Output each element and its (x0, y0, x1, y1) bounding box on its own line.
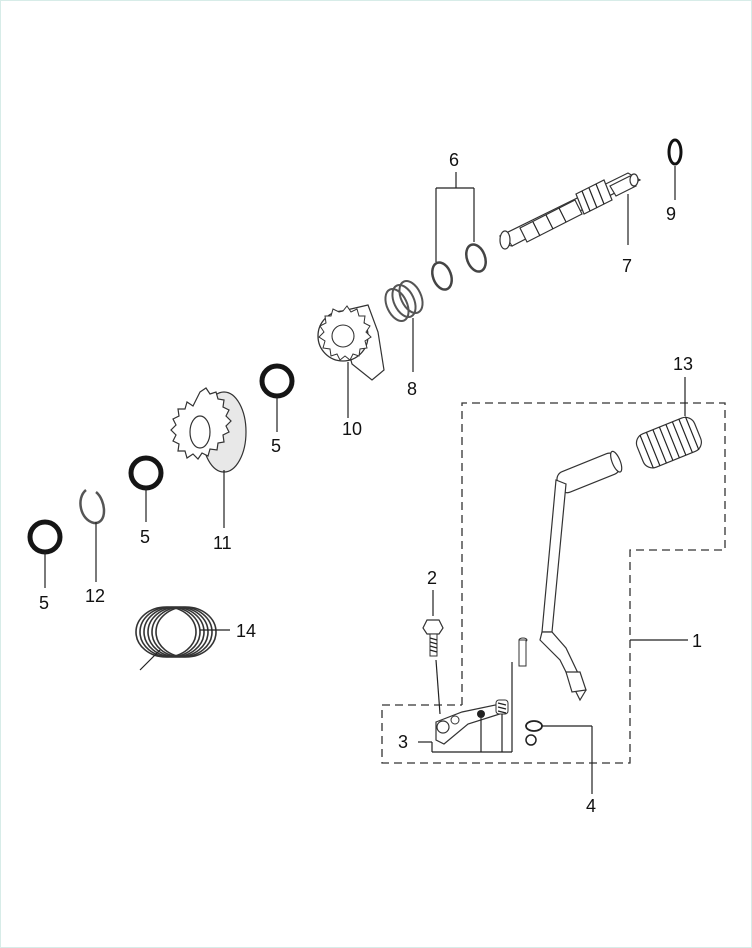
callout-8: 8 (407, 379, 417, 399)
callout-13: 13 (673, 354, 693, 374)
part-10-gear: 11 (170, 387, 247, 553)
part-8-bushing: 8 (384, 280, 424, 399)
part-13-grip: 13 (635, 354, 702, 469)
part-2-bolt: 2 (422, 568, 444, 715)
part-5-washer-b: 5 (128, 455, 164, 547)
part-7-kick-shaft: 7 (498, 172, 642, 276)
callout-12: 12 (85, 586, 105, 606)
pin (518, 637, 528, 667)
part-14-spring: 14 (135, 606, 256, 671)
callout-5-a: 5 (271, 436, 281, 456)
part-12-circlip: 12 (79, 489, 106, 606)
callout-4: 4 (586, 796, 596, 816)
callout-9: 10 (342, 419, 362, 439)
part-9-ratchet: 10 (317, 304, 385, 439)
part-3-boss: 3 (398, 662, 513, 753)
callout-5-b: 5 (140, 527, 150, 547)
callout-5-c: 5 (39, 593, 49, 613)
part-5-washer-a: 5 (259, 363, 295, 456)
part-4-o-rings: 4 (525, 720, 596, 816)
callout-1: 1 (692, 631, 702, 651)
kick-lever (539, 450, 623, 702)
part-6-circlips: 6 (431, 150, 487, 291)
part-1-assembly-leader: 1 (630, 631, 702, 651)
callout-10: 11 (213, 533, 232, 553)
callout-7: 7 (622, 256, 632, 276)
callout-14: 14 (236, 621, 256, 641)
part-11-o-ring: 9 (666, 138, 683, 224)
assembly-outline (381, 402, 726, 764)
callout-2: 2 (427, 568, 437, 588)
callout-3: 3 (398, 732, 408, 752)
part-5-washer-c: 5 (27, 519, 63, 613)
callout-11: 9 (666, 204, 676, 224)
callout-6: 6 (449, 150, 459, 170)
